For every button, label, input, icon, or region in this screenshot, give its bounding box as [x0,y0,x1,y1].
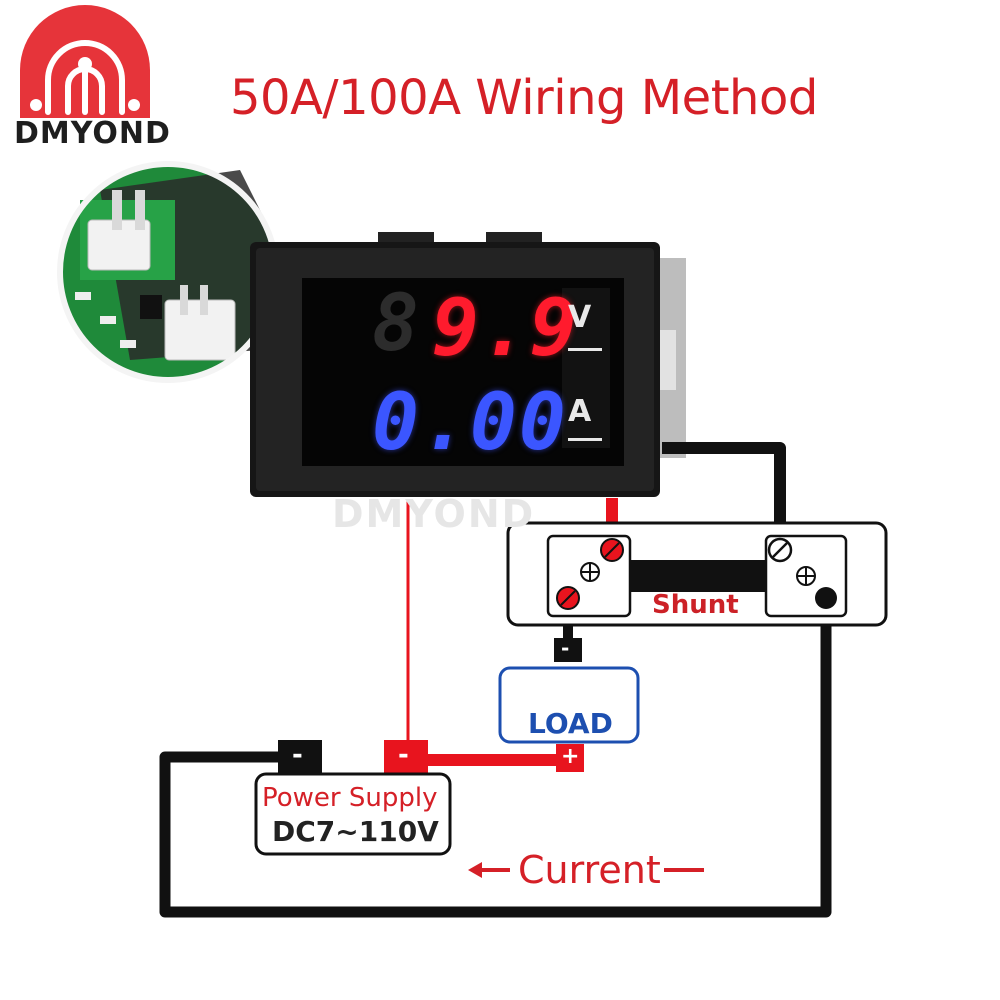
current-label: Current [518,848,661,892]
power-supply-label: Power Supply [262,783,438,813]
shunt-label: Shunt [652,590,739,620]
shunt [506,521,888,627]
current-unit: A [568,394,592,429]
current-arrow-icon [468,862,704,878]
wire-meter-to-shunt-black [662,442,786,550]
load-plus-label: + [561,744,580,769]
watermark: DMYOND [332,492,536,536]
svg-text:8: 8 [372,279,419,369]
voltmeter-ammeter: 8 [250,232,686,497]
brand-name: DMYOND [14,116,171,151]
voltage-reading: 9.9 [432,284,579,374]
power-supply [254,740,452,856]
load-label: LOAD [528,707,613,740]
power-supply-voltage: DC7~110V [272,815,439,848]
voltage-unit: V [568,300,592,335]
dmyond-logo-icon [20,5,150,118]
current-reading: 0.00 [372,378,568,468]
pcb-closeup [57,161,279,383]
page-title: 50A/100A Wiring Method [230,70,818,126]
load [498,638,640,772]
load-minus-label: - [561,636,570,660]
supply-minus-label: - [292,740,303,770]
supply-plus-label: - [398,740,409,770]
wire-return-black [159,598,832,918]
